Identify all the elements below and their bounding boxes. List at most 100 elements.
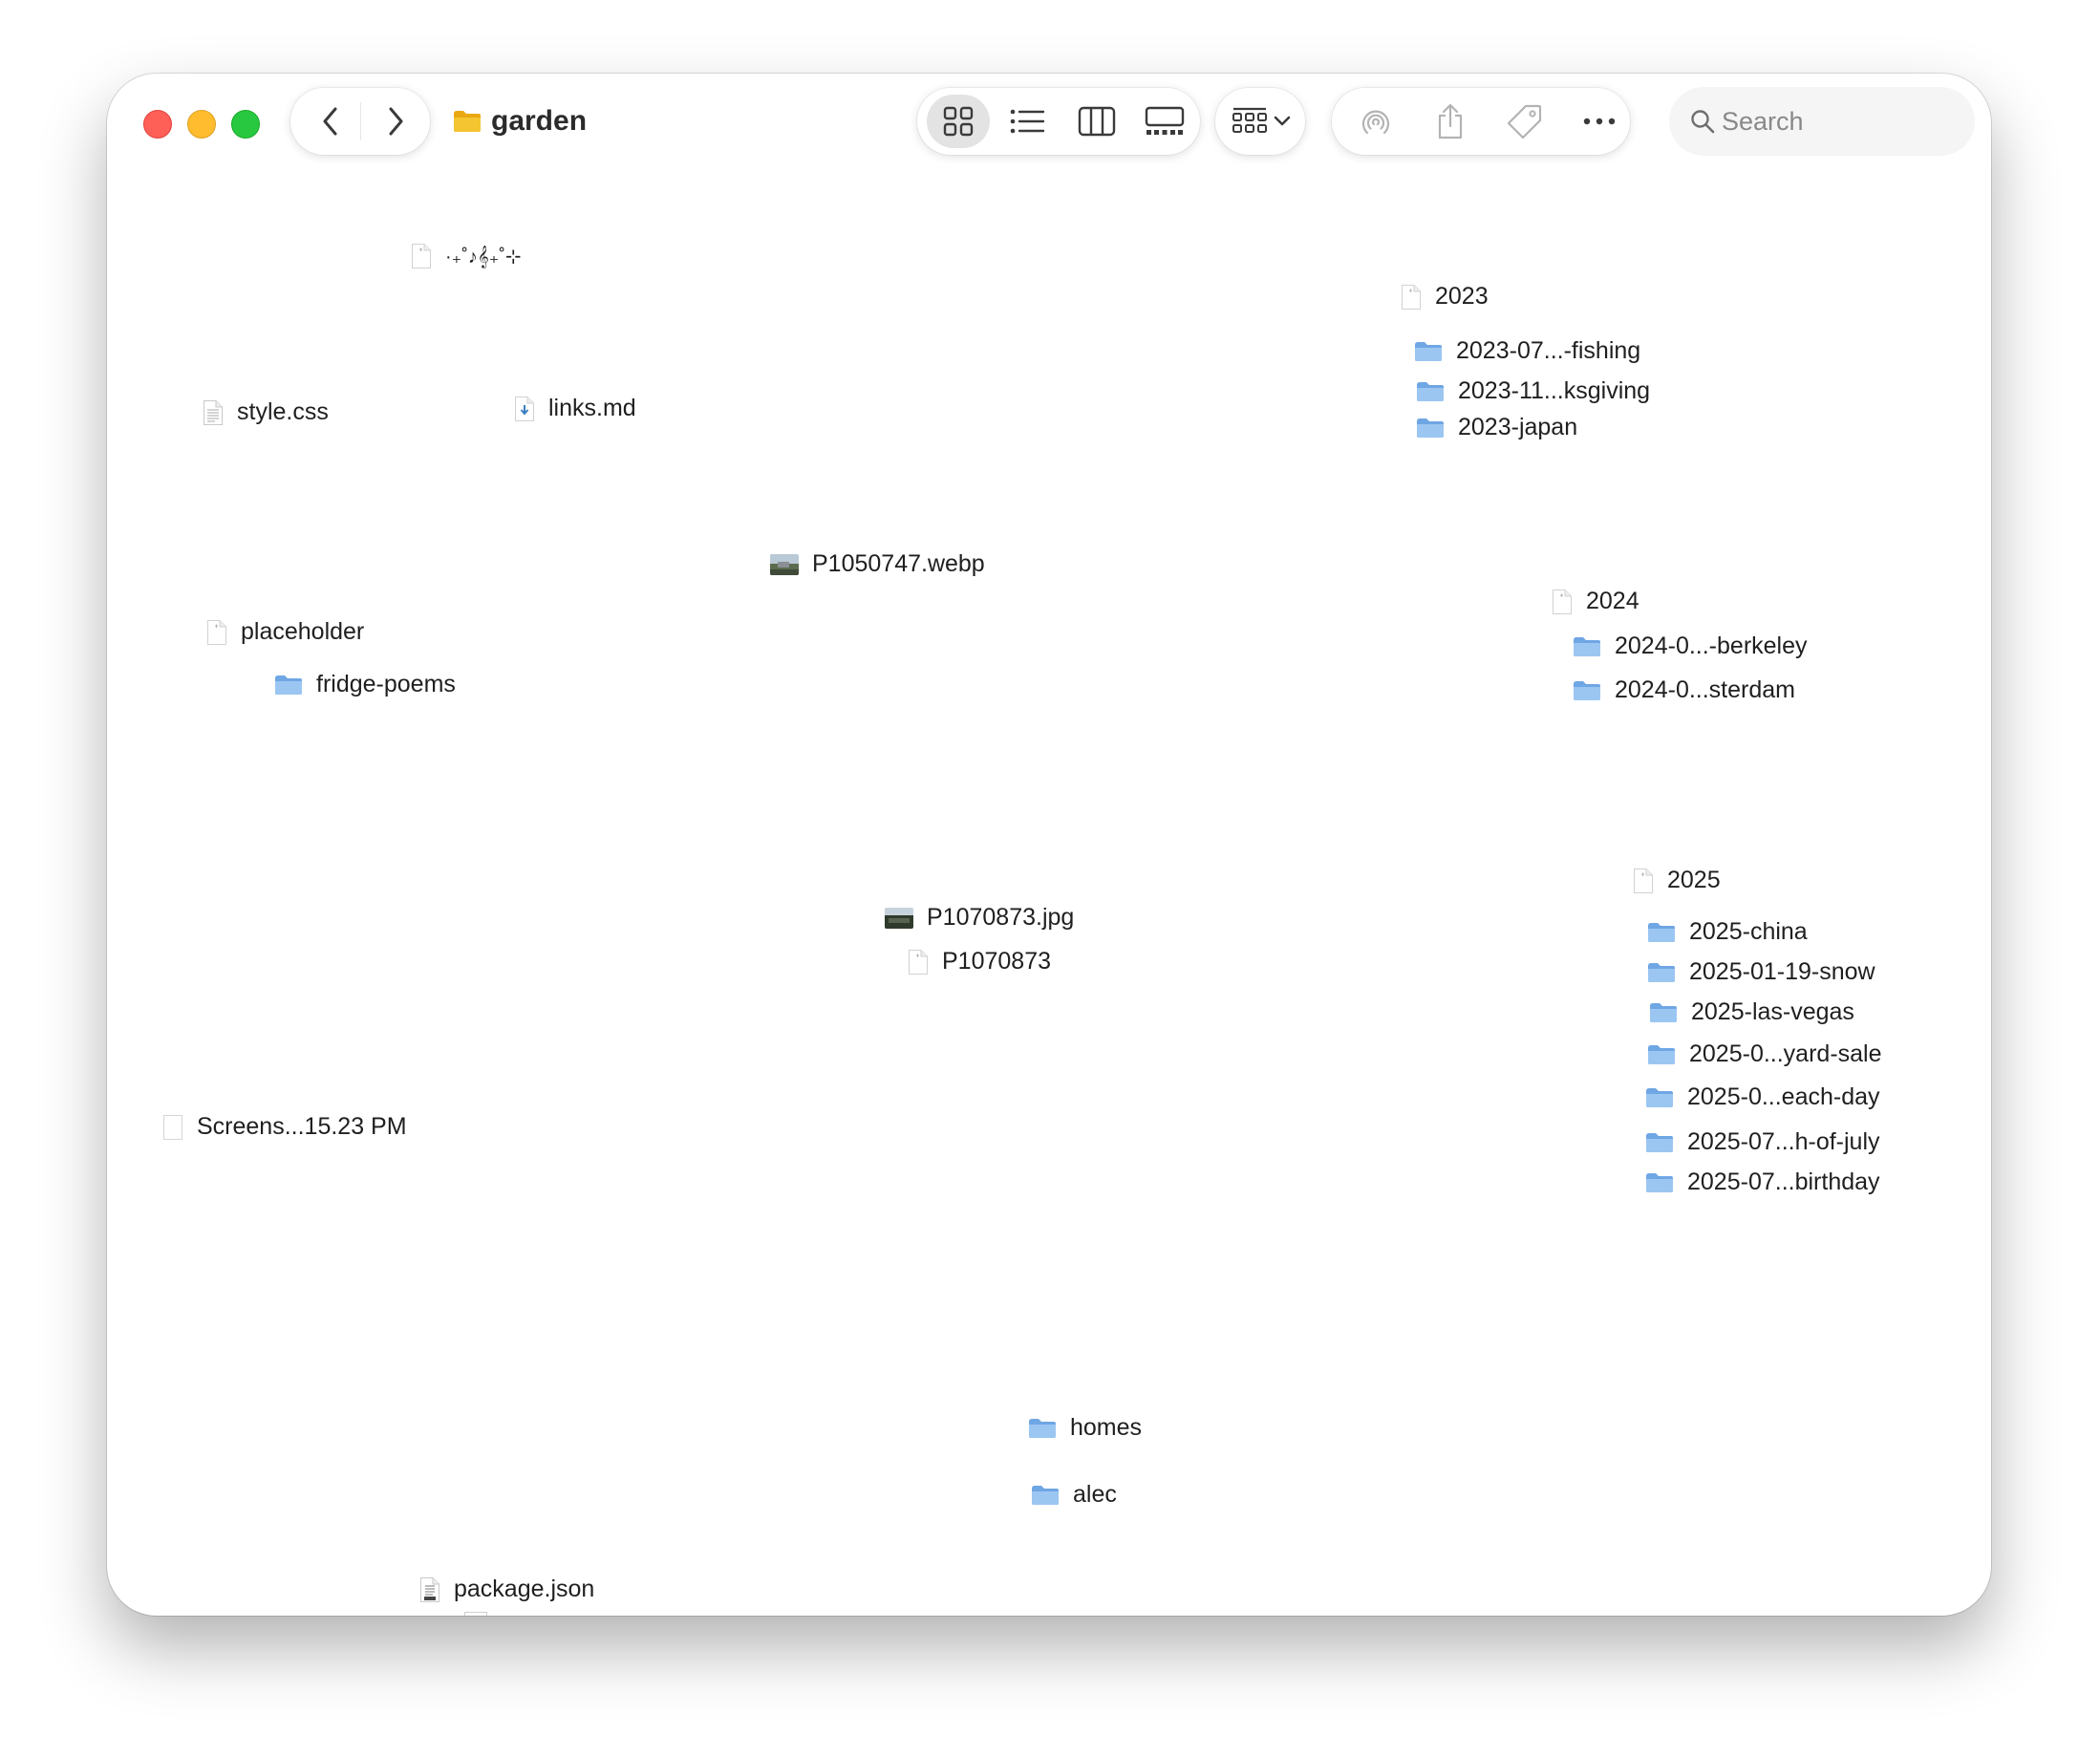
grid-icon xyxy=(943,106,974,137)
file-style-css[interactable]: style.css xyxy=(203,398,329,426)
file-label: 2023 xyxy=(1435,283,1489,310)
folder-2025-birthday[interactable]: 2025-07...birthday xyxy=(1645,1168,1880,1196)
folder-alec[interactable]: alec xyxy=(1031,1481,1117,1509)
folder-icon xyxy=(1416,381,1445,402)
folder-icon xyxy=(1031,1485,1060,1506)
file-p1050747-webp[interactable]: P1050747.webp xyxy=(770,550,985,578)
file-label: 2025-07...h-of-july xyxy=(1687,1128,1880,1155)
ellipsis-icon xyxy=(1583,118,1616,125)
column-view-button[interactable] xyxy=(1065,95,1128,148)
tags-button[interactable] xyxy=(1494,95,1555,148)
close-button[interactable] xyxy=(143,110,172,139)
folder-icon xyxy=(1645,1087,1674,1108)
file-label: 2025-01-19-snow xyxy=(1689,958,1875,985)
file-label: 2024-0...-berkeley xyxy=(1615,632,1808,659)
file-2023[interactable]: 2023 xyxy=(1401,283,1489,311)
file-label: package.json xyxy=(454,1576,595,1602)
navigation-divider xyxy=(360,102,361,140)
document-icon xyxy=(1552,589,1573,615)
partial-document-icon xyxy=(464,1612,487,1616)
file-label: homes xyxy=(1070,1414,1143,1441)
gallery-view-button[interactable] xyxy=(1133,95,1196,148)
file-p1070873[interactable]: P1070873 xyxy=(908,948,1051,975)
file-label: ·₊˚♪𝄞₊˚⊹ xyxy=(445,246,522,268)
folder-fridge-poems[interactable]: fridge-poems xyxy=(274,671,456,698)
folder-2023-japan[interactable]: 2023-japan xyxy=(1416,414,1577,441)
folder-icon xyxy=(1645,1172,1674,1193)
document-icon xyxy=(411,243,432,269)
file-label: links.md xyxy=(548,395,636,421)
file-label: 2024-0...sterdam xyxy=(1615,676,1795,703)
file-label: style.css xyxy=(237,398,329,425)
folder-icon xyxy=(1416,418,1445,439)
folder-2025-fourth-of-july[interactable]: 2025-07...h-of-july xyxy=(1645,1128,1880,1156)
text-document-icon xyxy=(203,399,224,426)
folder-icon xyxy=(1414,341,1443,362)
file-label: 2023-11...ksgiving xyxy=(1458,377,1651,404)
zoom-button[interactable] xyxy=(231,110,260,139)
folder-icon xyxy=(1573,680,1601,701)
folder-2025-snow[interactable]: 2025-01-19-snow xyxy=(1647,958,1875,986)
folder-2025-yard-sale[interactable]: 2025-0...yard-sale xyxy=(1647,1040,1882,1068)
tag-icon xyxy=(1507,104,1542,139)
airdrop-button[interactable] xyxy=(1345,95,1406,148)
search-field[interactable] xyxy=(1670,88,1974,155)
folder-icon xyxy=(1647,962,1676,983)
columns-icon xyxy=(1078,106,1116,137)
file-2025[interactable]: 2025 xyxy=(1633,867,1721,894)
minimize-button[interactable] xyxy=(187,110,216,139)
more-button[interactable] xyxy=(1569,95,1630,148)
document-icon xyxy=(908,949,929,975)
folder-2023-thanksgiving[interactable]: 2023-11...ksgiving xyxy=(1416,377,1650,405)
folder-icon xyxy=(1573,636,1601,657)
file-2024[interactable]: 2024 xyxy=(1552,588,1639,615)
document-icon xyxy=(1633,868,1654,894)
file-label: P1050747.webp xyxy=(812,550,985,577)
folder-icon xyxy=(454,111,481,132)
icon-view-button[interactable] xyxy=(927,95,990,148)
folder-2025-las-vegas[interactable]: 2025-las-vegas xyxy=(1649,998,1854,1026)
folder-icon xyxy=(1645,1132,1674,1153)
file-placeholder[interactable]: placeholder xyxy=(206,618,364,646)
file-label: P1070873 xyxy=(942,948,1052,975)
file-label: placeholder xyxy=(241,618,365,645)
file-label: 2025-0...each-day xyxy=(1687,1083,1880,1110)
gallery-icon xyxy=(1145,106,1185,135)
airdrop-icon xyxy=(1361,110,1390,135)
file-label: 2025-07...birthday xyxy=(1687,1168,1880,1195)
file-label: 2025 xyxy=(1667,867,1721,893)
selected-view-highlight xyxy=(927,95,990,148)
chevron-right-icon xyxy=(389,107,403,136)
actions-group xyxy=(1332,88,1630,155)
folder-homes[interactable]: homes xyxy=(1028,1414,1142,1442)
folder-2024-amsterdam[interactable]: 2024-0...sterdam xyxy=(1573,676,1795,704)
folder-icon xyxy=(1647,1044,1676,1065)
window-title: garden xyxy=(453,100,587,142)
folder-2023-fishing[interactable]: 2023-07...-fishing xyxy=(1414,337,1640,365)
list-view-button[interactable] xyxy=(996,95,1059,148)
search-placeholder: Search xyxy=(1722,107,1804,136)
file-label: 2024 xyxy=(1586,588,1639,614)
blank-document-icon xyxy=(162,1114,183,1141)
folder-2025-china[interactable]: 2025-china xyxy=(1647,918,1808,946)
file-screenshot[interactable]: Screens...15.23 PM xyxy=(162,1113,407,1141)
folder-icon xyxy=(1649,1002,1678,1023)
file-label: 2025-las-vegas xyxy=(1691,998,1854,1025)
file-package-json[interactable]: package.json xyxy=(419,1576,594,1603)
folder-2024-berkeley[interactable]: 2024-0...-berkeley xyxy=(1573,632,1808,660)
file-sparkle[interactable]: ·₊˚♪𝄞₊˚⊹ xyxy=(411,243,522,269)
window-title-text: garden xyxy=(491,105,588,137)
share-button[interactable] xyxy=(1420,95,1481,148)
file-label: Screens...15.23 PM xyxy=(197,1113,407,1140)
back-button[interactable] xyxy=(306,95,355,148)
file-label: 2025-0...yard-sale xyxy=(1689,1040,1882,1067)
folder-2025-beach-day[interactable]: 2025-0...each-day xyxy=(1645,1083,1880,1111)
json-document-icon xyxy=(419,1576,440,1603)
file-links-md[interactable]: links.md xyxy=(514,395,636,422)
group-by-button[interactable] xyxy=(1221,95,1301,148)
image-thumbnail-icon xyxy=(770,553,799,575)
forward-button[interactable] xyxy=(371,95,420,148)
file-p1070873-jpg[interactable]: P1070873.jpg xyxy=(885,904,1074,932)
file-label: 2023-07...-fishing xyxy=(1456,337,1641,364)
markdown-document-icon xyxy=(514,396,535,422)
